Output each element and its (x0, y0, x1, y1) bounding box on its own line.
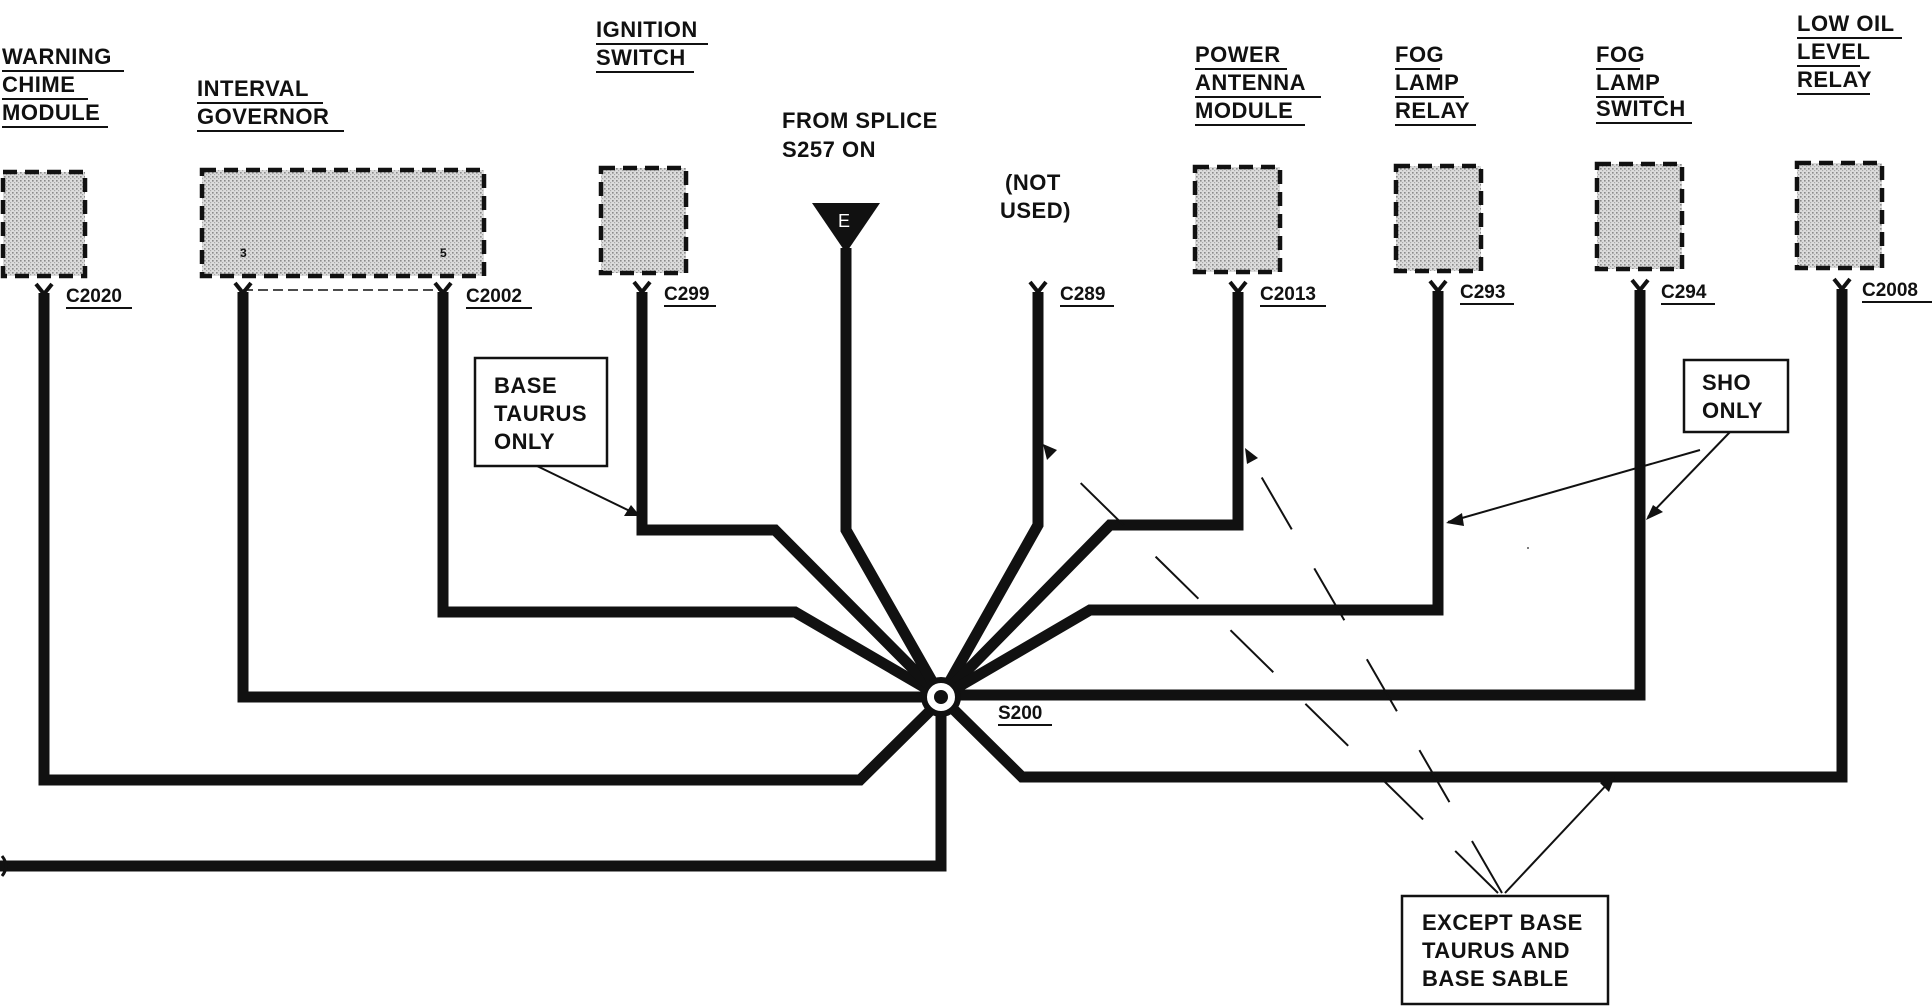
fog-lamp-relay-box (1393, 163, 1484, 274)
svg-text:LAMP: LAMP (1596, 70, 1660, 95)
svg-text:BASE SABLE: BASE SABLE (1422, 966, 1569, 991)
label-not-used: (NOT USED) (1000, 170, 1071, 223)
label-low-oil-relay: LOW OIL LEVEL RELAY (1797, 11, 1902, 95)
governor-pin-3: 3 (240, 246, 247, 260)
svg-text:LAMP: LAMP (1395, 70, 1459, 95)
arrow-sho-fog-switch (1647, 431, 1731, 518)
svg-text:TAURUS: TAURUS (494, 401, 587, 426)
arrow-except-c2013 (1246, 451, 1503, 894)
label-from-splice: FROM SPLICE S257 ON (782, 108, 938, 162)
wire-c2013 (937, 292, 1244, 701)
warning-chime-module-box (0, 169, 88, 279)
wire-c2002-pin3 (237, 292, 941, 703)
governor-pin-5: 5 (440, 246, 447, 260)
callout-sho: SHO ONLY (1682, 358, 1790, 434)
ignition-switch-box (598, 165, 689, 276)
label-ignition-switch: IGNITION SWITCH (596, 17, 708, 73)
label-power-antenna: POWER ANTENNA MODULE (1195, 42, 1321, 126)
svg-text:MODULE: MODULE (2, 100, 100, 125)
connector-c2002-pin3 (233, 281, 253, 297)
svg-text:C2008: C2008 (1862, 280, 1918, 301)
wire-c2008 (937, 289, 1848, 783)
svg-text:FOG: FOG (1395, 42, 1444, 67)
svg-text:BASE: BASE (494, 373, 557, 398)
svg-text:SWITCH: SWITCH (1596, 96, 1686, 121)
svg-text:INTERVAL: INTERVAL (197, 76, 309, 101)
svg-text:LOW OIL: LOW OIL (1797, 11, 1895, 36)
svg-text:SWITCH: SWITCH (596, 45, 686, 70)
svg-text:C289: C289 (1060, 284, 1105, 305)
connector-c2020: C2020 (34, 282, 132, 309)
arrowhead-except-c2008 (1600, 776, 1615, 792)
fog-lamp-switch-box (1594, 161, 1685, 272)
svg-text:ONLY: ONLY (1702, 398, 1763, 423)
svg-text:USED): USED) (1000, 198, 1071, 223)
svg-text:RELAY: RELAY (1395, 98, 1470, 123)
arrowhead-base-taurus (624, 505, 640, 516)
wire-c289 (936, 292, 1044, 700)
svg-text:C2002: C2002 (466, 286, 522, 307)
wire-harness (0, 248, 1848, 872)
interval-governor-box (199, 167, 487, 279)
break-marker (0, 855, 8, 877)
arrowhead-except-c2013 (1245, 448, 1258, 464)
label-fog-lamp-switch: FOG LAMP SWITCH (1596, 42, 1692, 124)
label-interval-governor: INTERVAL GOVERNOR (197, 76, 344, 132)
arrowhead-sho-switch (1646, 505, 1663, 520)
svg-text:EXCEPT BASE: EXCEPT BASE (1422, 910, 1583, 935)
arrowhead-except-c289 (1043, 444, 1057, 460)
svg-text:WARNING: WARNING (2, 44, 112, 69)
svg-text:ANTENNA: ANTENNA (1195, 70, 1306, 95)
arrowhead-sho-relay (1446, 513, 1464, 526)
speck (1527, 547, 1529, 549)
ground-symbol-e: E (812, 203, 880, 253)
wire-splice-e (840, 248, 946, 700)
arrow-sho-fog-relay (1447, 449, 1701, 523)
wire-c2020 (38, 293, 945, 786)
svg-text:E: E (838, 211, 850, 231)
arrow-except-c289 (1044, 447, 1499, 894)
label-warning-chime: WARNING CHIME MODULE (2, 44, 124, 128)
wire-left-exit (0, 697, 947, 872)
wire-c293 (938, 291, 1444, 702)
arrow-base-taurus (536, 465, 637, 515)
svg-text:RELAY: RELAY (1797, 67, 1872, 92)
svg-text:FROM SPLICE: FROM SPLICE (782, 108, 938, 133)
wire-c2002-pin5 (437, 292, 944, 702)
svg-text:FOG: FOG (1596, 42, 1645, 67)
svg-text:ONLY: ONLY (494, 429, 555, 454)
svg-text:GOVERNOR: GOVERNOR (197, 104, 329, 129)
svg-text:LEVEL: LEVEL (1797, 39, 1870, 64)
svg-text:SHO: SHO (1702, 370, 1751, 395)
svg-text:(NOT: (NOT (1005, 170, 1061, 195)
connector-c2008: C2008 (1832, 277, 1932, 303)
splice-s200: S200 (921, 677, 1052, 726)
svg-text:C2020: C2020 (66, 286, 122, 307)
wire-c299 (636, 292, 945, 701)
callout-base-taurus: BASE TAURUS ONLY (473, 356, 609, 468)
svg-text:MODULE: MODULE (1195, 98, 1293, 123)
svg-text:C2013: C2013 (1260, 284, 1316, 305)
low-oil-level-relay-box (1794, 160, 1885, 271)
svg-text:C293: C293 (1460, 282, 1505, 303)
arrow-except-c2008 (1504, 777, 1614, 894)
label-fog-lamp-relay: FOG LAMP RELAY (1395, 42, 1476, 126)
callout-except-base: EXCEPT BASE TAURUS AND BASE SABLE (1400, 894, 1610, 1006)
svg-text:S200: S200 (998, 703, 1042, 724)
power-antenna-module-box (1192, 164, 1283, 275)
svg-text:IGNITION: IGNITION (596, 17, 698, 42)
svg-text:POWER: POWER (1195, 42, 1281, 67)
connector-c2002: C2002 (433, 281, 532, 309)
svg-text:S257 ON: S257 ON (782, 137, 876, 162)
connector-c2013: C2013 (1228, 280, 1326, 307)
svg-text:TAURUS AND: TAURUS AND (1422, 938, 1570, 963)
svg-text:C294: C294 (1661, 282, 1707, 303)
wire-c294 (941, 290, 1646, 701)
svg-text:CHIME: CHIME (2, 72, 75, 97)
svg-text:C299: C299 (664, 284, 709, 305)
